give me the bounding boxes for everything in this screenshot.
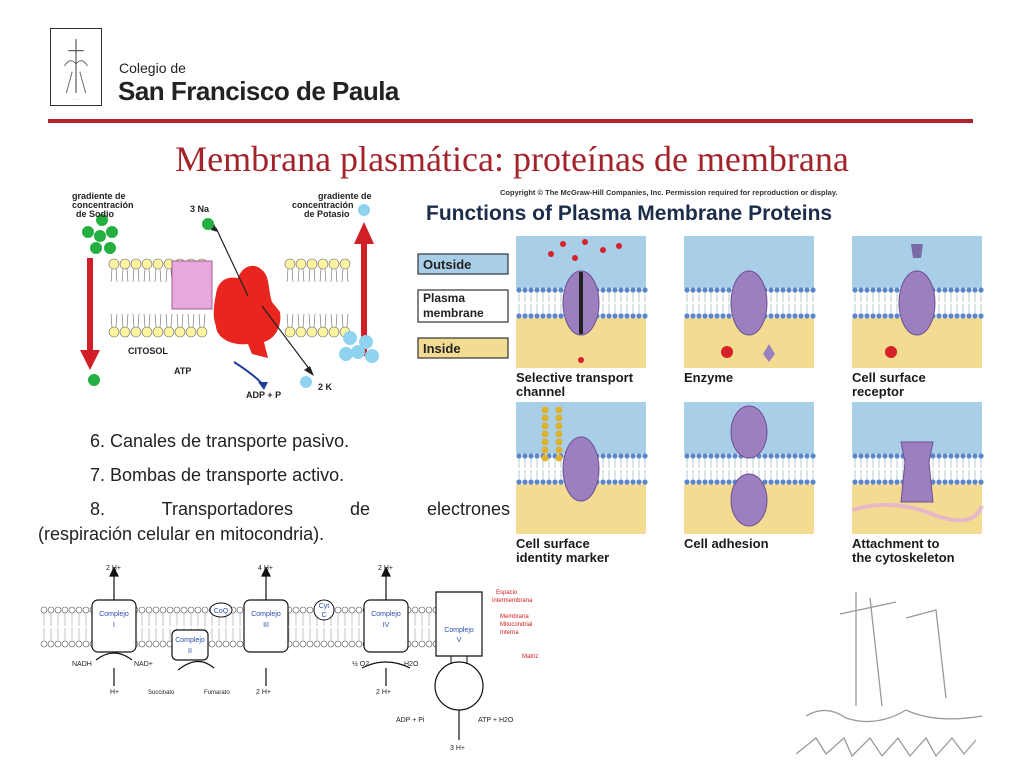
svg-text:III: III <box>263 622 269 629</box>
panel-cell-surface-receptor <box>852 236 984 368</box>
svg-text:· · · · ·: · · · · · <box>69 98 83 103</box>
svg-text:Complejo: Complejo <box>175 637 205 644</box>
coq-carrier <box>209 602 233 618</box>
list-item-7: 7. Bombas de transporte activo. <box>90 465 345 485</box>
list-item-6: 6. Canales de transporte pasivo. <box>90 431 350 451</box>
svg-text:Cyt: Cyt <box>319 603 330 610</box>
svg-text:membrane: membrane <box>423 306 484 320</box>
pump-protein <box>213 265 281 358</box>
legend-espacio: Espacio <box>496 590 518 596</box>
legend-interna: Interna <box>500 630 519 636</box>
functions-figure-title: Functions of Plasma Membrane Proteins <box>426 202 832 225</box>
svg-text:V: V <box>457 637 462 644</box>
panel-enzyme <box>684 236 816 368</box>
school-name-line2: San Francisco de Paula <box>118 76 399 106</box>
etc-h-1: H+ <box>110 689 119 696</box>
etc-h-2: 2 H+ <box>256 689 271 696</box>
slide-header: · · · · · Colegio de San Francisco de Pa… <box>0 0 1024 123</box>
sodium-ions <box>82 214 214 386</box>
potassium-gradient-label-2: concentración <box>292 200 354 210</box>
school-name-line1: Colegio de <box>119 60 186 76</box>
panel-label: identity marker <box>516 550 609 565</box>
etc-atp: ATP + H2O <box>478 717 514 724</box>
panel-cell-surface-identity-marker <box>516 402 648 534</box>
panel-label: the cytoskeleton <box>852 550 955 565</box>
etc-nadh: NADH <box>72 661 92 668</box>
copyright-note: Copyright © The McGraw-Hill Companies, I… <box>500 188 838 197</box>
etc-top-label-3: 2 H+ <box>378 565 393 572</box>
atp-label: ATP <box>174 366 191 376</box>
svg-text:Complejo: Complejo <box>444 627 474 634</box>
etc-nad: NAD+ <box>134 661 153 668</box>
sodium-gradient-label-1: gradiente de <box>72 191 126 201</box>
complex-ii <box>171 629 209 661</box>
legend-membrana: Membrana <box>500 614 529 620</box>
svg-text:Complejo: Complejo <box>371 611 401 618</box>
school-crest-logo: · · · · · <box>50 28 102 106</box>
legend-mitocondrial: Mitocondrial <box>500 622 532 628</box>
svg-text:Complejo: Complejo <box>99 611 129 618</box>
etc-water: H2O <box>404 661 419 668</box>
complex-v <box>435 591 483 657</box>
potassium-gradient-label-3: de Potasio <box>304 209 350 219</box>
panel-cell-adhesion <box>684 402 816 534</box>
cytosol-label: CITOSOL <box>128 346 168 356</box>
channel-protein <box>171 260 213 310</box>
slide-title: Membrana plasmática: proteínas de membra… <box>175 139 849 179</box>
legend-membrane: Plasma <box>423 291 465 305</box>
etc-succinato: Succinato <box>148 690 175 696</box>
etc-top-label-2: 4 H+ <box>258 565 273 572</box>
header-divider <box>48 119 973 123</box>
k-label: 2 K <box>318 382 333 392</box>
na-label: 3 Na <box>190 204 210 214</box>
potassium-gradient-label-1: gradiente de <box>318 191 372 201</box>
membrane-protein-functions-figure: Copyright © The McGraw-Hill Companies, I… <box>417 188 984 565</box>
svg-text:II: II <box>188 648 192 655</box>
sodium-gradient-label-2: concentración <box>72 200 134 210</box>
panel-attachment-to-cytoskeleton <box>851 402 984 534</box>
etc-fumarato: Fumarato <box>204 690 230 696</box>
adp-label: ADP + P <box>246 390 281 398</box>
svg-text:I: I <box>113 622 115 629</box>
sodium-potassium-pump-figure: gradiente de concentración de Sodio grad… <box>72 191 379 398</box>
legend-inside-box <box>417 337 509 359</box>
svg-text:IV: IV <box>383 622 390 629</box>
panel-label: receptor <box>852 384 904 399</box>
legend-intermembrana: intermembrana <box>492 598 533 604</box>
svg-text:Complejo: Complejo <box>251 611 281 618</box>
panel-label: channel <box>516 384 565 399</box>
legend-membrane-box <box>417 289 509 323</box>
panel-selective-transport-channel <box>516 236 648 368</box>
coq-label: CoQ <box>214 608 229 615</box>
sodium-gradient-label-3: de Sodio <box>76 209 115 219</box>
panel-label: Cell surface <box>516 536 590 551</box>
membrane-bilayer <box>108 258 351 338</box>
handwritten-signature <box>795 592 983 758</box>
list-item-8-continuation: (respiración celular en mitocondria). <box>38 524 325 544</box>
atp-synthase-head <box>434 661 484 711</box>
cytochrome-c <box>313 599 335 621</box>
etc-top-label-1: 2 H+ <box>106 565 121 572</box>
svg-text:C: C <box>321 612 326 619</box>
membrane-protein-list: 6. Canales de transporte pasivo. 7. Bomb… <box>38 424 510 546</box>
panel-label: Cell surface <box>852 370 926 385</box>
legend-inside: Inside <box>423 341 461 356</box>
potassium-ions <box>300 204 379 388</box>
legend-matriz: Matriz <box>522 654 538 660</box>
panel-label: Enzyme <box>684 370 733 385</box>
electron-transport-chain-figure: Complejo I Complejo II CoQ Complejo III … <box>40 565 538 752</box>
legend-outside: Outside <box>423 257 471 272</box>
panel-label: Cell adhesion <box>684 536 769 551</box>
etc-oxygen: ½ O2 <box>352 660 369 668</box>
list-item-8: 8. Transportadores de electrones <box>90 499 510 519</box>
panel-label: Selective transport <box>516 370 634 385</box>
legend-outside-box <box>417 253 509 275</box>
etc-adp: ADP + Pi <box>396 717 425 724</box>
etc-h-3: 2 H+ <box>376 689 391 696</box>
etc-h-4: 3 H+ <box>450 745 465 752</box>
panel-label: Attachment to <box>852 536 939 551</box>
